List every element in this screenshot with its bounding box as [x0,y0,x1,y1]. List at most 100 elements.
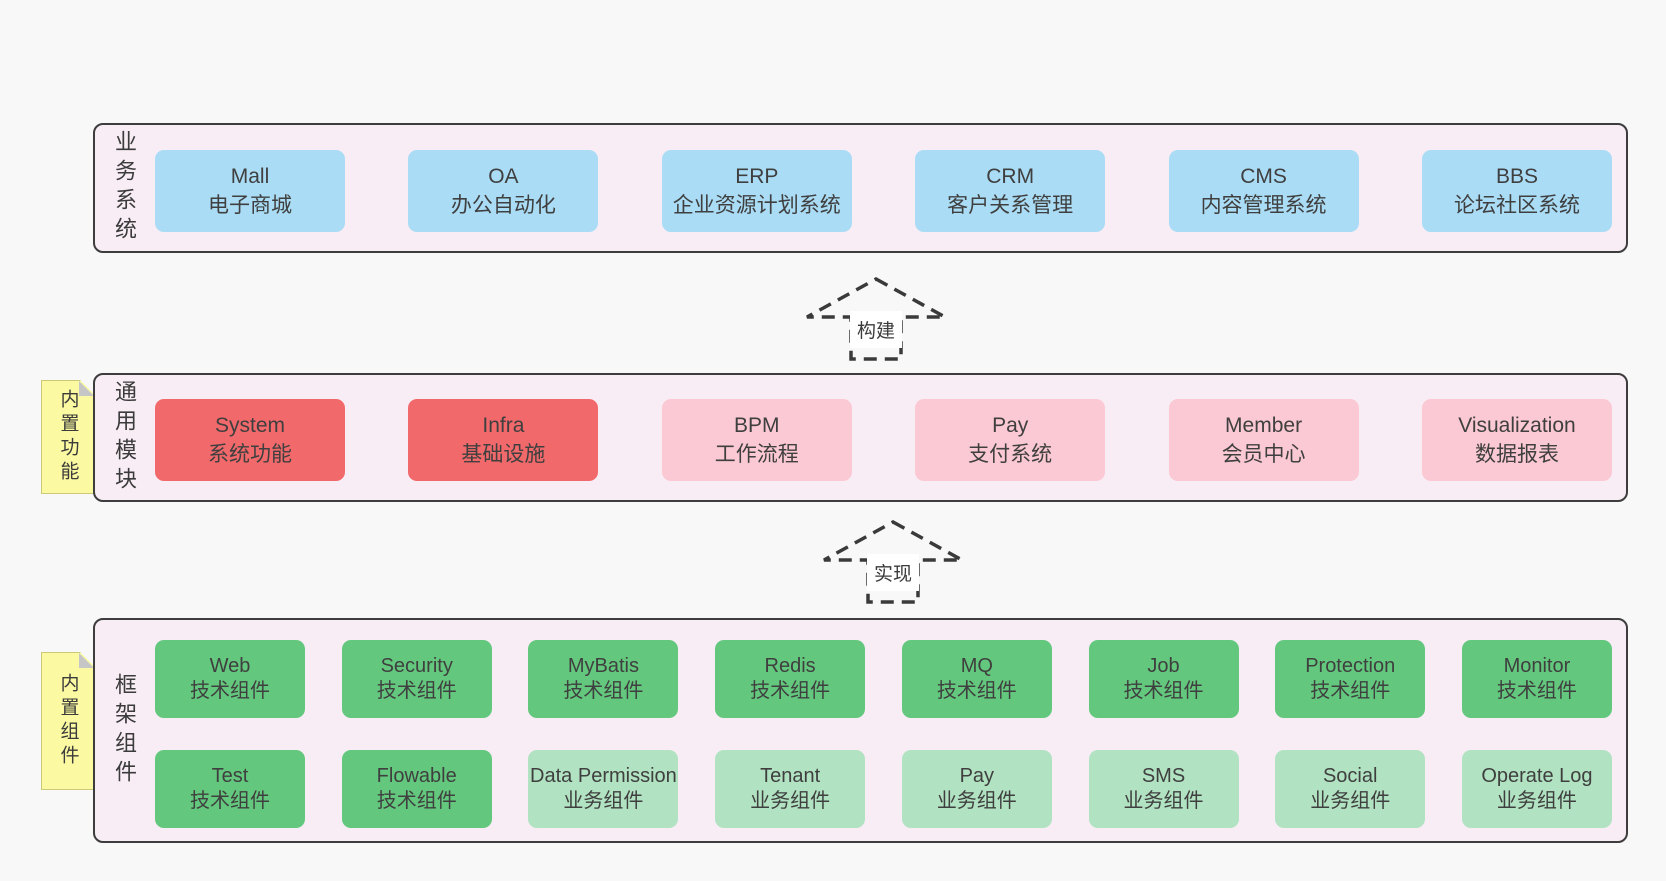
component-name: BPM [734,414,780,437]
section-vertical-label: 通用模块 [112,379,137,496]
component-subtitle: 技术组件 [936,680,1017,702]
component-box-bbs: BBS 论坛社区系统 [1421,150,1612,232]
box-row: System 系统功能 Infra 基础设施 BPM 工作流程 Pay 支付系统 Member 会… [155,399,1612,481]
component-name: Social [1322,765,1378,787]
component-subtitle: 数据报表 [1474,443,1559,466]
component-box-mybatis: MyBatis 技术组件 [528,640,679,718]
component-box-protection: Protection 技术组件 [1275,640,1426,718]
component-name: CRM [986,165,1035,188]
component-name: SMS [1141,765,1186,787]
sticky-tab-builtin-components: 内置组件 [41,652,95,790]
component-box-data-permission: Data Permission 业务组件 [528,750,679,828]
component-subtitle: 业务组件 [1123,790,1204,812]
component-name: Protection [1305,655,1396,677]
component-name: Data Permission [530,765,677,787]
component-subtitle: 业务组件 [563,790,644,812]
component-name: Tenant [760,765,821,787]
component-name: BBS [1495,165,1538,188]
component-subtitle: 技术组件 [563,680,644,702]
component-subtitle: 论坛社区系统 [1453,194,1580,217]
component-box-system: System 系统功能 [155,399,345,481]
component-subtitle: 技术组件 [1496,680,1577,702]
component-box-web: Web 技术组件 [155,640,305,718]
component-box-mq: MQ 技术组件 [901,640,1052,718]
arrow-build: 构建 [804,277,948,361]
box-row: Mall 电子商城 OA 办公自动化 ERP 企业资源计划系统 CRM 客户关系管理 CMS 内容… [155,150,1612,232]
component-subtitle: 技术组件 [376,680,457,702]
component-subtitle: 业务组件 [1310,790,1391,812]
section-business-systems: 业务系统 Mall 电子商城 OA 办公自动化 ERP 企业资源计划系统 CRM 客户关系管理… [93,123,1628,253]
component-box-job: Job 技术组件 [1088,640,1239,718]
arrow-label: 构建 [849,311,903,348]
component-name: Test [211,765,249,787]
component-subtitle: 技术组件 [1123,680,1204,702]
component-name: Pay [959,765,995,787]
component-name: Web [209,655,251,677]
component-name: Infra [482,414,525,437]
section-common-modules: 通用模块 System 系统功能 Infra 基础设施 BPM 工作流程 Pay 支付系统 Me… [93,373,1628,502]
component-name: Job [1147,655,1180,677]
component-subtitle: 技术组件 [190,790,270,812]
component-subtitle: 基础设施 [461,443,546,466]
tab-label: 内置组件 [57,673,79,769]
component-subtitle: 电子商城 [208,194,292,217]
component-name: MQ [960,655,993,677]
component-subtitle: 技术组件 [750,680,831,702]
component-name: ERP [735,165,779,188]
arrow-implement: 实现 [821,520,965,604]
section-vertical-label: 框架组件 [112,672,137,789]
component-subtitle: 企业资源计划系统 [672,194,841,217]
component-name: MyBatis [567,655,639,677]
component-name: System [214,414,285,437]
sticky-tab-builtin-features: 内置功能 [41,380,95,494]
tab-label: 内置功能 [57,389,79,485]
component-box-tenant: Tenant 业务组件 [715,750,866,828]
component-name: CMS [1240,165,1287,188]
component-box-bpm: BPM 工作流程 [661,399,852,481]
component-box-flowable: Flowable 技术组件 [341,750,492,828]
component-subtitle: 办公自动化 [450,194,556,217]
component-subtitle: 技术组件 [376,790,457,812]
component-name: Operate Log [1481,765,1593,787]
component-box-monitor: Monitor 技术组件 [1461,640,1612,718]
component-box-social: Social 业务组件 [1275,750,1426,828]
component-box-pay: Pay 业务组件 [901,750,1052,828]
component-subtitle: 技术组件 [190,680,270,702]
component-box-redis: Redis 技术组件 [715,640,866,718]
component-name: Pay [992,414,1029,437]
folded-corner-icon [79,653,94,668]
arrow-label: 实现 [866,554,920,591]
folded-corner-icon [79,381,94,396]
component-subtitle: 支付系统 [968,443,1053,466]
component-name: Monitor [1503,655,1571,677]
component-name: Mall [230,165,270,188]
component-name: Member [1225,414,1303,437]
component-subtitle: 业务组件 [936,790,1017,812]
component-subtitle: 工作流程 [714,443,799,466]
component-subtitle: 客户关系管理 [947,194,1074,217]
component-box-infra: Infra 基础设施 [408,399,599,481]
component-box-erp: ERP 企业资源计划系统 [661,150,852,232]
component-box-member: Member 会员中心 [1168,399,1359,481]
component-subtitle: 业务组件 [750,790,831,812]
component-subtitle: 技术组件 [1310,680,1391,702]
component-box-oa: OA 办公自动化 [408,150,599,232]
component-box-visualization: Visualization 数据报表 [1421,399,1612,481]
component-box-cms: CMS 内容管理系统 [1168,150,1359,232]
component-name: Visualization [1458,414,1576,437]
component-subtitle: 系统功能 [208,443,292,466]
component-box-test: Test 技术组件 [155,750,305,828]
component-name: OA [488,165,519,188]
component-name: Flowable [376,765,457,787]
component-box-pay: Pay 支付系统 [915,399,1106,481]
component-box-crm: CRM 客户关系管理 [915,150,1106,232]
component-subtitle: 内容管理系统 [1200,194,1327,217]
section-vertical-label: 业务系统 [112,130,137,246]
component-name: Redis [764,655,816,677]
component-subtitle: 会员中心 [1221,443,1306,466]
